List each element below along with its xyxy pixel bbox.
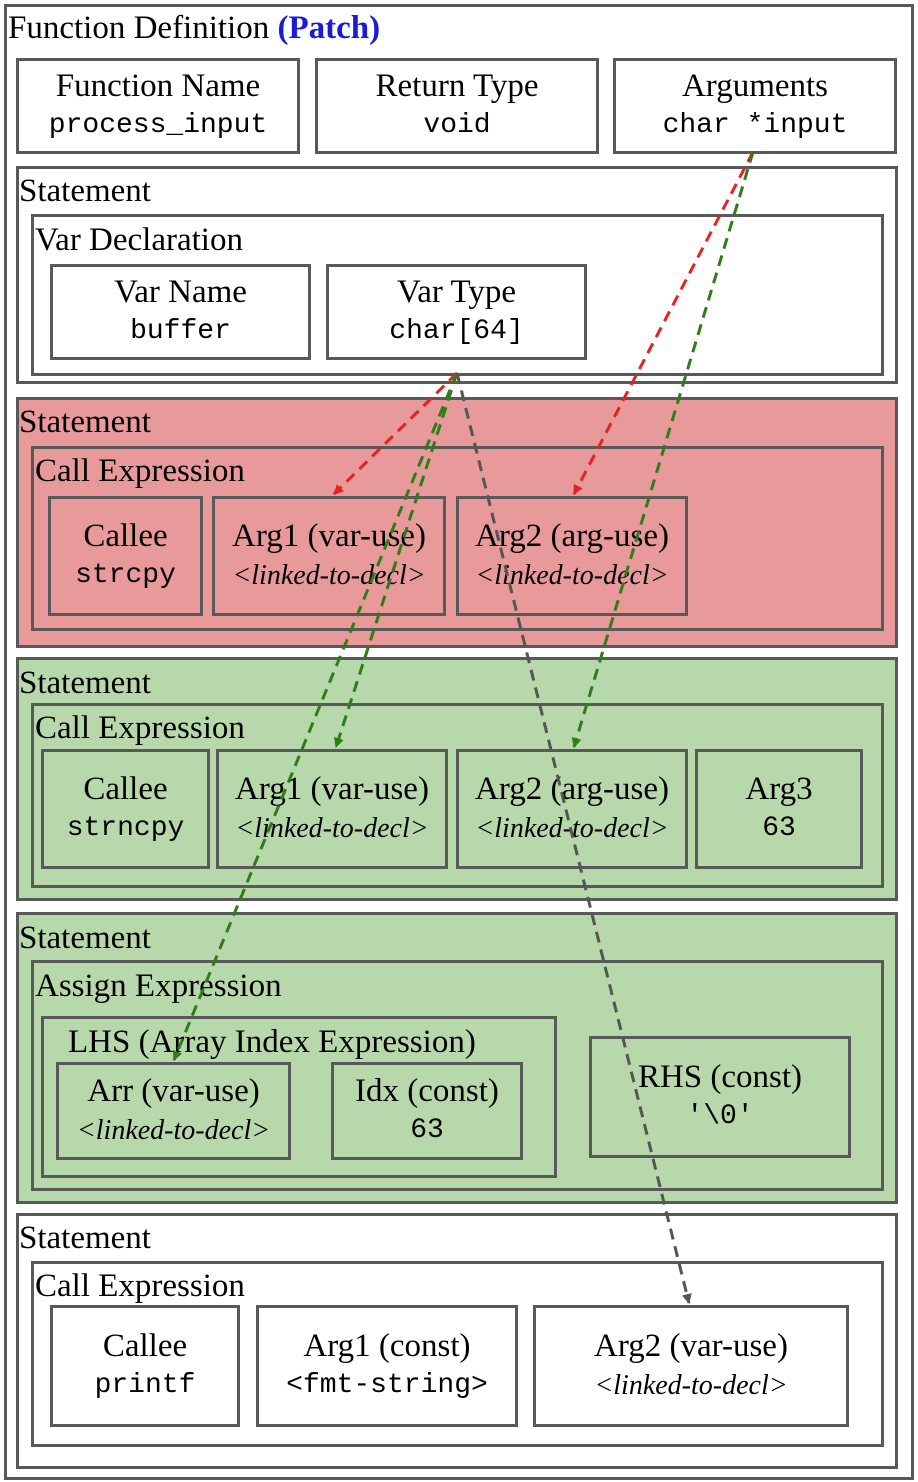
arg2-label: Arg2 (arg-use) <box>475 518 669 555</box>
callee-value: printf <box>94 1369 196 1401</box>
rhs-box: RHS (const) '\0' <box>589 1036 851 1158</box>
arg1-label: Arg1 (var-use) <box>235 771 429 808</box>
function-name-value: process_input <box>48 109 268 141</box>
var-type-value: char[64] <box>389 315 524 347</box>
callee-box: Callee strncpy <box>41 749 210 869</box>
arg1-value: <linked-to-decl> <box>235 812 429 844</box>
call-expression-label: Call Expression <box>35 453 245 489</box>
call-expression-label: Call Expression <box>35 1268 245 1304</box>
idx-value: 63 <box>410 1114 444 1146</box>
var-declaration-label: Var Declaration <box>35 222 243 258</box>
rhs-label: RHS (const) <box>637 1059 803 1096</box>
assign-expression-label: Assign Expression <box>35 968 282 1004</box>
arg2-label: Arg2 (arg-use) <box>475 771 669 808</box>
callee-value: strncpy <box>66 812 185 844</box>
patch-tag: (Patch) <box>277 10 381 46</box>
arg1-box: Arg1 (var-use) <linked-to-decl> <box>216 749 448 869</box>
arg2-box: Arg2 (var-use) <linked-to-decl> <box>533 1305 849 1427</box>
callee-box: Callee strcpy <box>48 496 203 616</box>
arg2-label: Arg2 (var-use) <box>594 1328 788 1365</box>
function-name-label: Function Name <box>55 68 261 105</box>
callee-label: Callee <box>83 771 168 808</box>
idx-box: Idx (const) 63 <box>331 1062 523 1160</box>
lhs-label: LHS (Array Index Expression) <box>68 1024 476 1060</box>
function-definition-label: Function Definition <box>8 10 270 46</box>
arg2-box: Arg2 (arg-use) <linked-to-decl> <box>456 749 688 869</box>
arguments-label: Arguments <box>681 68 829 105</box>
arg1-box: Arg1 (var-use) <linked-to-decl> <box>212 496 446 616</box>
arg3-box: Arg3 63 <box>695 749 863 869</box>
var-type-label: Var Type <box>397 274 516 311</box>
arguments-box: Arguments char *input <box>613 58 897 154</box>
return-type-label: Return Type <box>375 68 539 105</box>
var-type-box: Var Type char[64] <box>326 264 587 360</box>
arr-label: Arr (var-use) <box>87 1073 260 1110</box>
statement-label: Statement <box>19 920 151 956</box>
statement-label: Statement <box>19 404 151 440</box>
idx-label: Idx (const) <box>355 1073 499 1110</box>
callee-value: strcpy <box>75 559 176 591</box>
function-name-box: Function Name process_input <box>16 58 300 154</box>
arg2-box: Arg2 (arg-use) <linked-to-decl> <box>456 496 688 616</box>
arg3-value: 63 <box>762 812 796 844</box>
callee-label: Callee <box>83 518 168 555</box>
var-name-box: Var Name buffer <box>50 264 311 360</box>
function-definition <box>4 4 914 1480</box>
arg1-label: Arg1 (var-use) <box>232 518 426 555</box>
arg2-value: <linked-to-decl> <box>475 559 669 591</box>
var-name-value: buffer <box>130 315 231 347</box>
statement-label: Statement <box>19 665 151 701</box>
arg1-label: Arg1 (const) <box>303 1328 471 1365</box>
var-name-label: Var Name <box>114 274 247 311</box>
arr-box: Arr (var-use) <linked-to-decl> <box>56 1062 291 1160</box>
arg3-label: Arg3 <box>745 771 813 808</box>
arg2-value: <linked-to-decl> <box>594 1369 788 1401</box>
arg1-value: <linked-to-decl> <box>232 559 426 591</box>
statement-label: Statement <box>19 173 151 209</box>
arg1-box: Arg1 (const) <fmt-string> <box>256 1305 518 1427</box>
function-definition-title: Function Definition (Patch) <box>8 12 380 45</box>
arg2-value: <linked-to-decl> <box>475 812 669 844</box>
call-expression-label: Call Expression <box>35 710 245 746</box>
rhs-value: '\0' <box>686 1100 754 1132</box>
arguments-value: char *input <box>662 109 848 141</box>
callee-box: Callee printf <box>50 1305 240 1427</box>
statement-label: Statement <box>19 1220 151 1256</box>
callee-label: Callee <box>102 1328 188 1365</box>
arr-value: <linked-to-decl> <box>76 1114 271 1146</box>
return-type-box: Return Type void <box>315 58 599 154</box>
arg1-value: <fmt-string> <box>286 1369 488 1401</box>
return-type-value: void <box>423 109 491 141</box>
